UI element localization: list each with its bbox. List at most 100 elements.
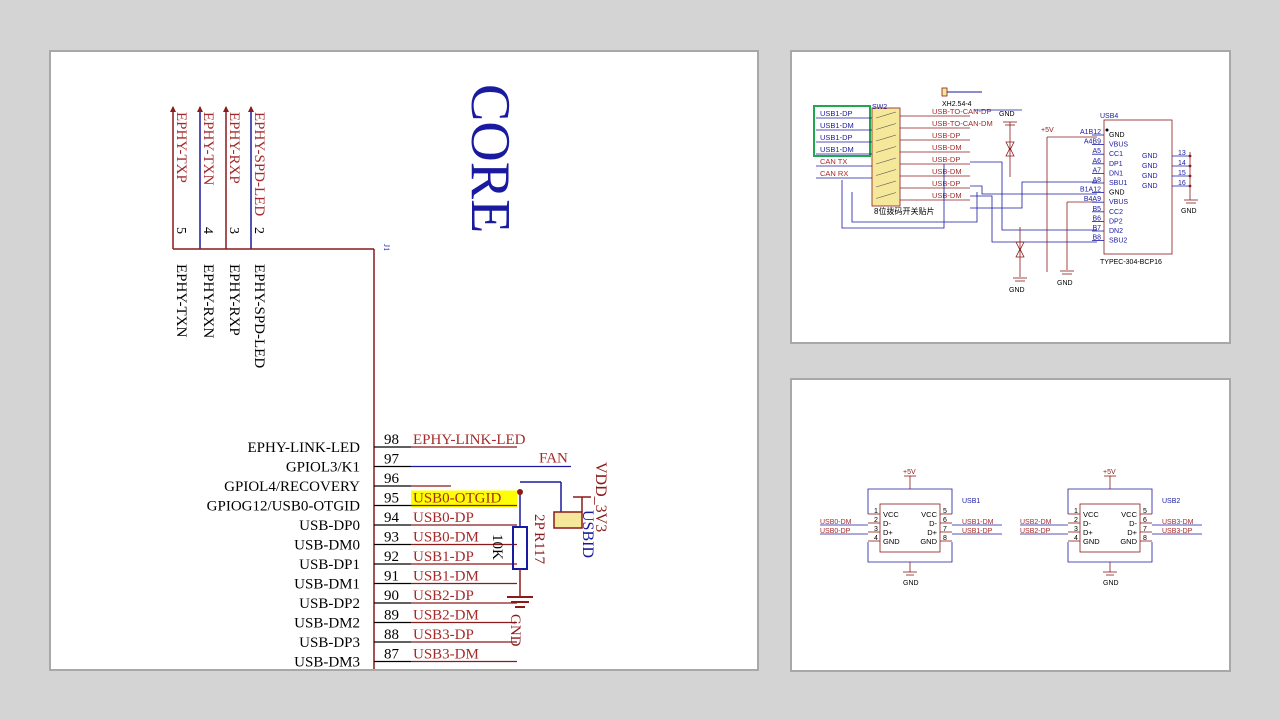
switch-contact	[875, 111, 897, 119]
conn-gnd-num: 13	[1178, 150, 1186, 157]
net-label: USB0-DM	[413, 530, 479, 546]
pin-name: USB-DP1	[299, 557, 360, 573]
gnd-label: GND	[1103, 580, 1119, 587]
chip-sig-left: VCC	[883, 510, 899, 519]
pin-number: 89	[384, 608, 399, 624]
conn-signal: GND	[1109, 190, 1125, 197]
pin-number: 93	[384, 530, 399, 546]
chip-ref: USB2	[1162, 498, 1180, 505]
top-pin-num: 4	[200, 227, 215, 234]
switch-left-net: USB1-DM	[820, 145, 854, 154]
top-pin-num: 3	[226, 227, 241, 234]
conn-signal: CC2	[1109, 209, 1123, 216]
plus5-label: +5V	[903, 469, 916, 476]
conn-gnd: GND	[1142, 163, 1158, 170]
switch-left-net: CAN RX	[820, 169, 848, 178]
top-pin-name: EPHY-RXN	[200, 264, 216, 338]
pin-number: 90	[384, 588, 399, 604]
top-pin-name: EPHY-RXP	[226, 264, 242, 336]
chip-pin-num: 7	[1143, 526, 1147, 533]
switch-contact	[875, 180, 897, 188]
chip-pin-num: 2	[874, 517, 878, 524]
chip-pin-num: 6	[943, 517, 947, 524]
chip-pin-num: 2	[1074, 517, 1078, 524]
resistor-pkg: 2P	[531, 514, 547, 530]
gnd-mid: GND	[1009, 287, 1025, 294]
resistor-value: 10K	[489, 534, 505, 560]
switch-left-net: USB1-DP	[820, 133, 853, 142]
chip-sig-left: GND	[883, 537, 900, 546]
gnd-label: GND	[507, 614, 523, 647]
net-label: USB1-DP	[413, 549, 474, 565]
core-label: CORE	[459, 84, 521, 233]
switch-contact	[875, 146, 897, 153]
plus5-label: +5V	[1041, 127, 1054, 134]
pin-number: 88	[384, 627, 399, 643]
pin-number: 92	[384, 549, 399, 565]
pin-number: 96	[384, 471, 400, 487]
pin-name: USB-DM3	[294, 655, 360, 670]
switch-contact	[875, 192, 897, 199]
net-arrow	[223, 106, 229, 112]
conn-pin-num: A1B12	[1080, 129, 1101, 136]
conn-pin-num: B8	[1092, 235, 1101, 242]
top-pin-num: 2	[251, 227, 266, 234]
switch-right-net: USB-DM	[932, 167, 962, 176]
conn-signal: GND	[1109, 132, 1125, 139]
vcc-rail	[867, 488, 953, 514]
switch-right-net: USB-DP	[932, 155, 960, 164]
net-out-dm: USB3-DM	[1162, 519, 1194, 526]
usbid-label: USBID	[579, 510, 596, 558]
gnd-top: GND	[999, 111, 1015, 118]
chip-pin-num: 1	[874, 508, 878, 515]
conn-signal: SBU1	[1109, 180, 1127, 187]
conn-pin-num: A7	[1092, 167, 1101, 174]
net-in-dp: USB2-DP	[1020, 528, 1051, 535]
net-in-dm: USB0-DM	[820, 519, 852, 526]
chip-sig-left: D-	[883, 519, 891, 528]
chip-pin-num: 8	[1143, 535, 1147, 542]
net-label: USB1-DM	[413, 569, 479, 585]
pin-name: USB-DP2	[299, 596, 360, 612]
sw-desc: 8位拨码开关贴片	[874, 206, 934, 216]
conn-pin-num: A6	[1092, 158, 1101, 165]
net-label: EPHY-LINK-LED	[413, 432, 526, 448]
chip-pin-num: 4	[1074, 535, 1078, 542]
chip-sig-right: GND	[920, 537, 937, 546]
chip-ref: USB1	[962, 498, 980, 505]
conn-pin-num: A4B9	[1084, 139, 1101, 146]
net-arrow	[170, 106, 176, 112]
pin-name: GPIOG12/USB0-OTGID	[207, 499, 361, 515]
pin-number: 91	[384, 569, 399, 585]
switch-left-net: USB1-DM	[820, 121, 854, 130]
switch-right-net: USB-DM	[932, 143, 962, 152]
net-label: USB3-DM	[413, 647, 479, 663]
chip-pin-num: 1	[1074, 508, 1078, 515]
typec-switch-schematic: XH2.54-4 SW2 8位拨码开关贴片 USB1-DPUSB1-DMUSB1…	[813, 87, 1198, 294]
conn-gnd-num: 14	[1178, 160, 1186, 167]
conn-signal: DP1	[1109, 161, 1123, 168]
core-schematic: CORE J1 EPHY-TXP5EPHY-TXNEPHY-TXN4EPHY-R…	[170, 84, 609, 669]
chip-sig-left: D+	[1083, 528, 1093, 537]
switch-left-net: CAN TX	[820, 157, 847, 166]
net-label: USB3-DP	[413, 627, 474, 643]
chip-sig-left: D+	[883, 528, 893, 537]
sw-ref: SW2	[872, 104, 887, 111]
pin-name: USB-DM1	[294, 577, 360, 593]
chip-sig-right: VCC	[1121, 510, 1137, 519]
net-out-dp: USB1-DP	[962, 528, 993, 535]
gnd-label: GND	[903, 580, 919, 587]
conn-pin-num: B4A9	[1084, 196, 1101, 203]
net-frame	[813, 105, 871, 157]
chip-pin-num: 7	[943, 526, 947, 533]
vcc-rail	[1067, 488, 1153, 514]
top-net-label: EPHY-TXN	[200, 112, 216, 185]
conn-signal: SBU2	[1109, 238, 1127, 245]
gnd-bottom: GND	[1057, 280, 1073, 287]
conn-signal: VBUS	[1109, 199, 1128, 206]
pin-number: 95	[384, 491, 399, 507]
switch-right-net: USB-DP	[932, 179, 960, 188]
